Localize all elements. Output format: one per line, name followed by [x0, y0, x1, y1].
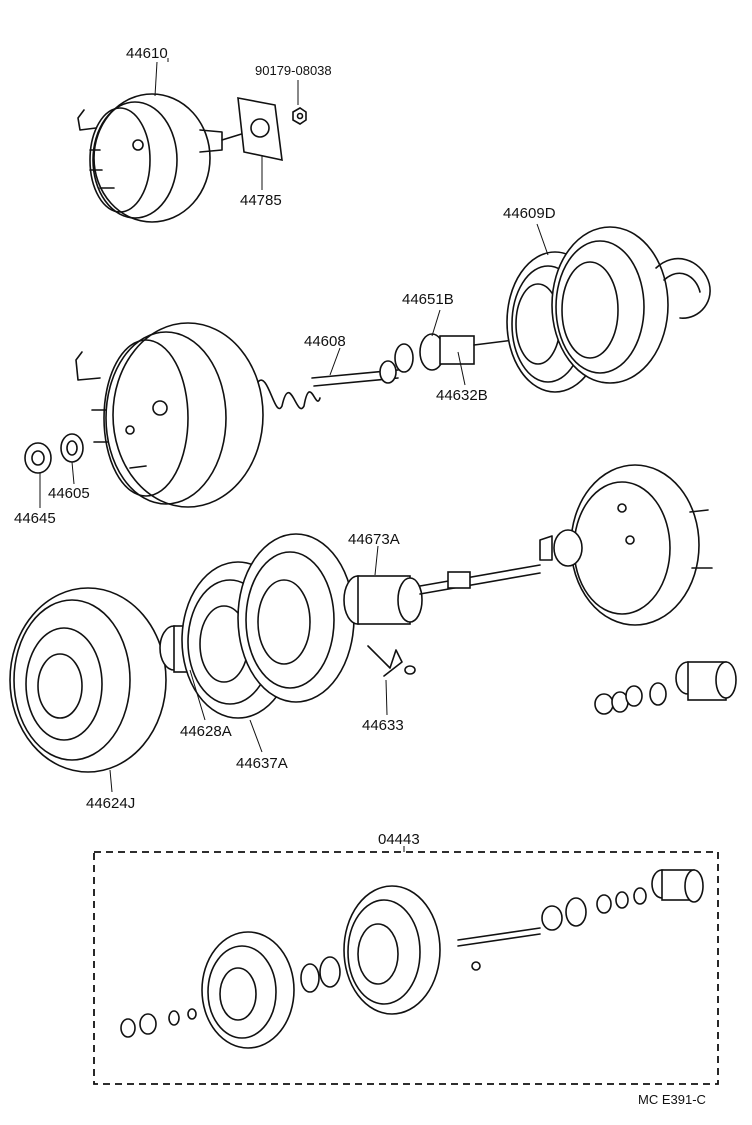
- footer-code: MC E391-C: [638, 1092, 706, 1107]
- part-label-90179-08038: 90179-08038: [255, 63, 332, 78]
- part-label-44610: 44610: [126, 45, 168, 62]
- part-label-44608: 44608: [304, 333, 346, 350]
- key-44633: [367, 645, 416, 677]
- gasket-44785: [237, 97, 283, 162]
- seal-kit-small: [594, 661, 737, 715]
- spring-44608: [257, 369, 399, 410]
- part-label-44624J: 44624J: [86, 795, 136, 812]
- plate-44637A: [181, 533, 355, 719]
- part-label-44785: 44785: [240, 192, 282, 209]
- part-label-44632B: 44632B: [436, 387, 488, 404]
- booster-assembly-small: [77, 93, 249, 223]
- part-label-44637A: 44637A: [236, 755, 288, 772]
- rear-shell: [539, 464, 713, 626]
- kit-box-04443: [93, 846, 719, 1085]
- booster-body: [75, 322, 264, 508]
- retainer-44645: [24, 442, 52, 474]
- shell-44624J: [9, 587, 167, 773]
- part-label-04443: 04443: [378, 831, 420, 848]
- diaphragm-44609D: [506, 226, 711, 393]
- part-label-44651B: 44651B: [402, 291, 454, 308]
- washer-44605: [60, 433, 84, 463]
- part-label-44609D: 44609D: [503, 205, 556, 222]
- part-label-44605: 44605: [48, 485, 90, 502]
- valve-body-44673A: [343, 564, 541, 625]
- nut-90179: [292, 107, 307, 125]
- seal-set-44651B: [379, 333, 515, 384]
- part-label-44673A: 44673A: [348, 531, 400, 548]
- part-label-44633: 44633: [362, 717, 404, 734]
- part-label-44645: 44645: [14, 510, 56, 527]
- part-label-44628A: 44628A: [180, 723, 232, 740]
